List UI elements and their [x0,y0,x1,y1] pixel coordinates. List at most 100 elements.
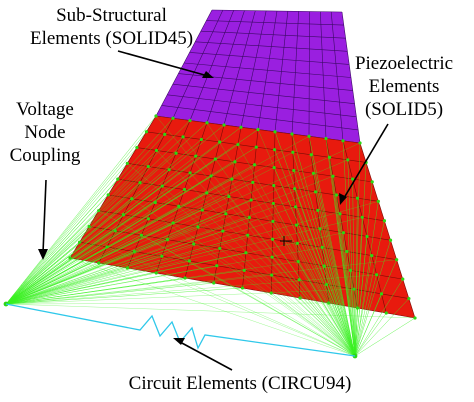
circuit-element-wire [5,303,356,357]
coupling-line [5,288,355,305]
coupled-node [407,296,411,301]
coupled-node [171,221,175,225]
coupling-line [347,159,356,357]
coupled-node [273,130,277,134]
coupled-node [171,116,175,120]
coupled-node [227,194,231,199]
coupling-line [5,150,157,305]
coupling-line [328,302,356,357]
coupling-line [326,284,356,357]
coupling-line [271,292,356,357]
coupling-line [69,257,356,357]
label-piezo-line1: Piezoelectric [354,53,454,74]
coupled-node [307,134,311,138]
coupling-line [5,282,214,305]
coupled-node [298,296,302,300]
coupled-node [309,153,313,157]
coupled-node [290,132,294,136]
coupled-node [327,155,332,159]
coupling-line [324,265,356,357]
coupling-line [354,201,379,357]
coupled-node [252,163,257,167]
coupled-node [271,219,275,223]
coupling-line [291,133,356,357]
coupled-node [230,177,234,181]
coupling-line [219,248,356,357]
coupling-line [354,240,391,357]
coupled-node [346,158,350,162]
coupled-node [375,273,379,277]
coupled-node [163,132,167,136]
coupled-node [318,227,322,231]
sub-grid-line-row [206,20,344,26]
label-piezo-line3: (SOLID5) [364,99,444,120]
coupling-line [5,166,149,305]
coupled-node [154,148,159,153]
coupling-line [354,298,410,357]
coupled-node [240,286,245,290]
coupling-line [5,274,377,305]
coupled-node [292,168,296,173]
coupled-node [316,208,320,212]
arrow-head-piezo [339,193,347,205]
coupled-node [106,193,110,197]
piezo-grid-line-col [359,142,416,319]
coupling-line [271,274,356,357]
piezo-grid-line-col [308,136,330,304]
coupling-line [343,232,356,357]
arrow-to-piezo [343,123,389,199]
coupled-node [254,145,258,149]
coupled-node [181,135,185,139]
coupled-node [351,177,355,181]
sub-grid-line-row [172,83,355,104]
coupling-line [5,234,248,305]
coupling-line [293,170,356,357]
coupling-line [353,289,356,357]
coupled-node [187,259,191,263]
coupled-node [97,261,101,265]
label-sub-structural-line1: Sub-Structural [56,5,167,26]
coupling-line [5,242,80,305]
coupled-node [77,240,82,244]
sub-grid-line-row [211,9,343,13]
coupled-node [212,281,216,285]
piezo-grid-line-col [184,124,225,279]
coupling-line [5,260,190,305]
coupled-node [370,253,374,258]
coupled-node [256,127,260,132]
coupled-node [236,142,240,147]
coupled-node [239,125,243,129]
coupling-line [5,287,243,305]
coupled-node [384,311,388,315]
coupling-line [310,154,356,357]
coupled-node [247,215,251,220]
coupled-node [121,213,126,217]
coupling-line [5,210,99,305]
coupled-node [205,191,209,195]
piezo-grid-line-col [242,129,259,289]
coupling-line [5,214,124,305]
coupling-line [298,261,356,357]
coupling-line [321,247,356,357]
coupling-line [5,246,108,305]
coupling-line [5,142,361,305]
coupling-line [5,178,118,305]
coupled-node [331,174,335,178]
coupling-line [354,312,387,357]
label-voltage-line2: Node [24,122,66,143]
arrow-head-voltage-node [38,249,48,260]
coupled-node [139,233,143,237]
coupled-node [352,287,356,291]
coupling-line [5,248,220,305]
center-coordinate-marker [280,236,292,246]
coupling-line [346,251,356,357]
coupled-node [338,212,342,216]
coupled-node [324,282,329,287]
coupled-node [355,196,360,200]
coupling-line [189,260,356,357]
coupled-node [194,154,198,158]
coupled-node [213,157,217,161]
coupled-node [196,225,200,229]
coupling-line [350,270,356,357]
